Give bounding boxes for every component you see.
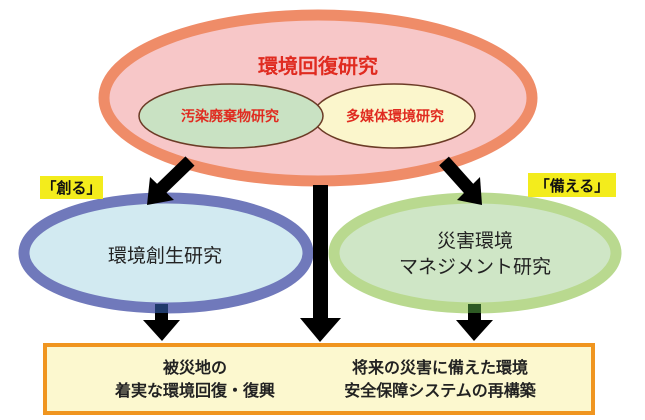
arrow-left-down [143,304,180,341]
right-ellipse-title-line2: マネジメント研究 [398,255,551,278]
sub-left-label: 汚染廃棄物研究 [181,109,279,125]
outcome-right-line2: 安全保障システムの再構築 [344,381,536,400]
main-title: 環境回復研究 [258,53,378,78]
arrow-to-left-ellipse [147,156,195,205]
sub-right-label: 多媒体環境研究 [346,109,444,125]
outcome-box [43,343,595,415]
outcome-left-line1: 被災地の [162,358,227,377]
arrow-to-right-ellipse [439,156,482,205]
arrow-right-down [456,304,493,341]
outcome-right-line1: 将来の災害に備えた環境 [351,358,528,377]
tag-create: 「創る」 [40,176,103,199]
right-ellipse-title-line1: 災害環境 [436,229,513,252]
left-ellipse-title: 環境創生研究 [107,244,222,267]
outcome-left-line2: 着実な環境回復・復興 [114,381,275,400]
arrow-center-down [300,185,341,342]
tag-prepare: 「備える」 [528,173,616,197]
sub-ellipse-left [138,83,324,149]
